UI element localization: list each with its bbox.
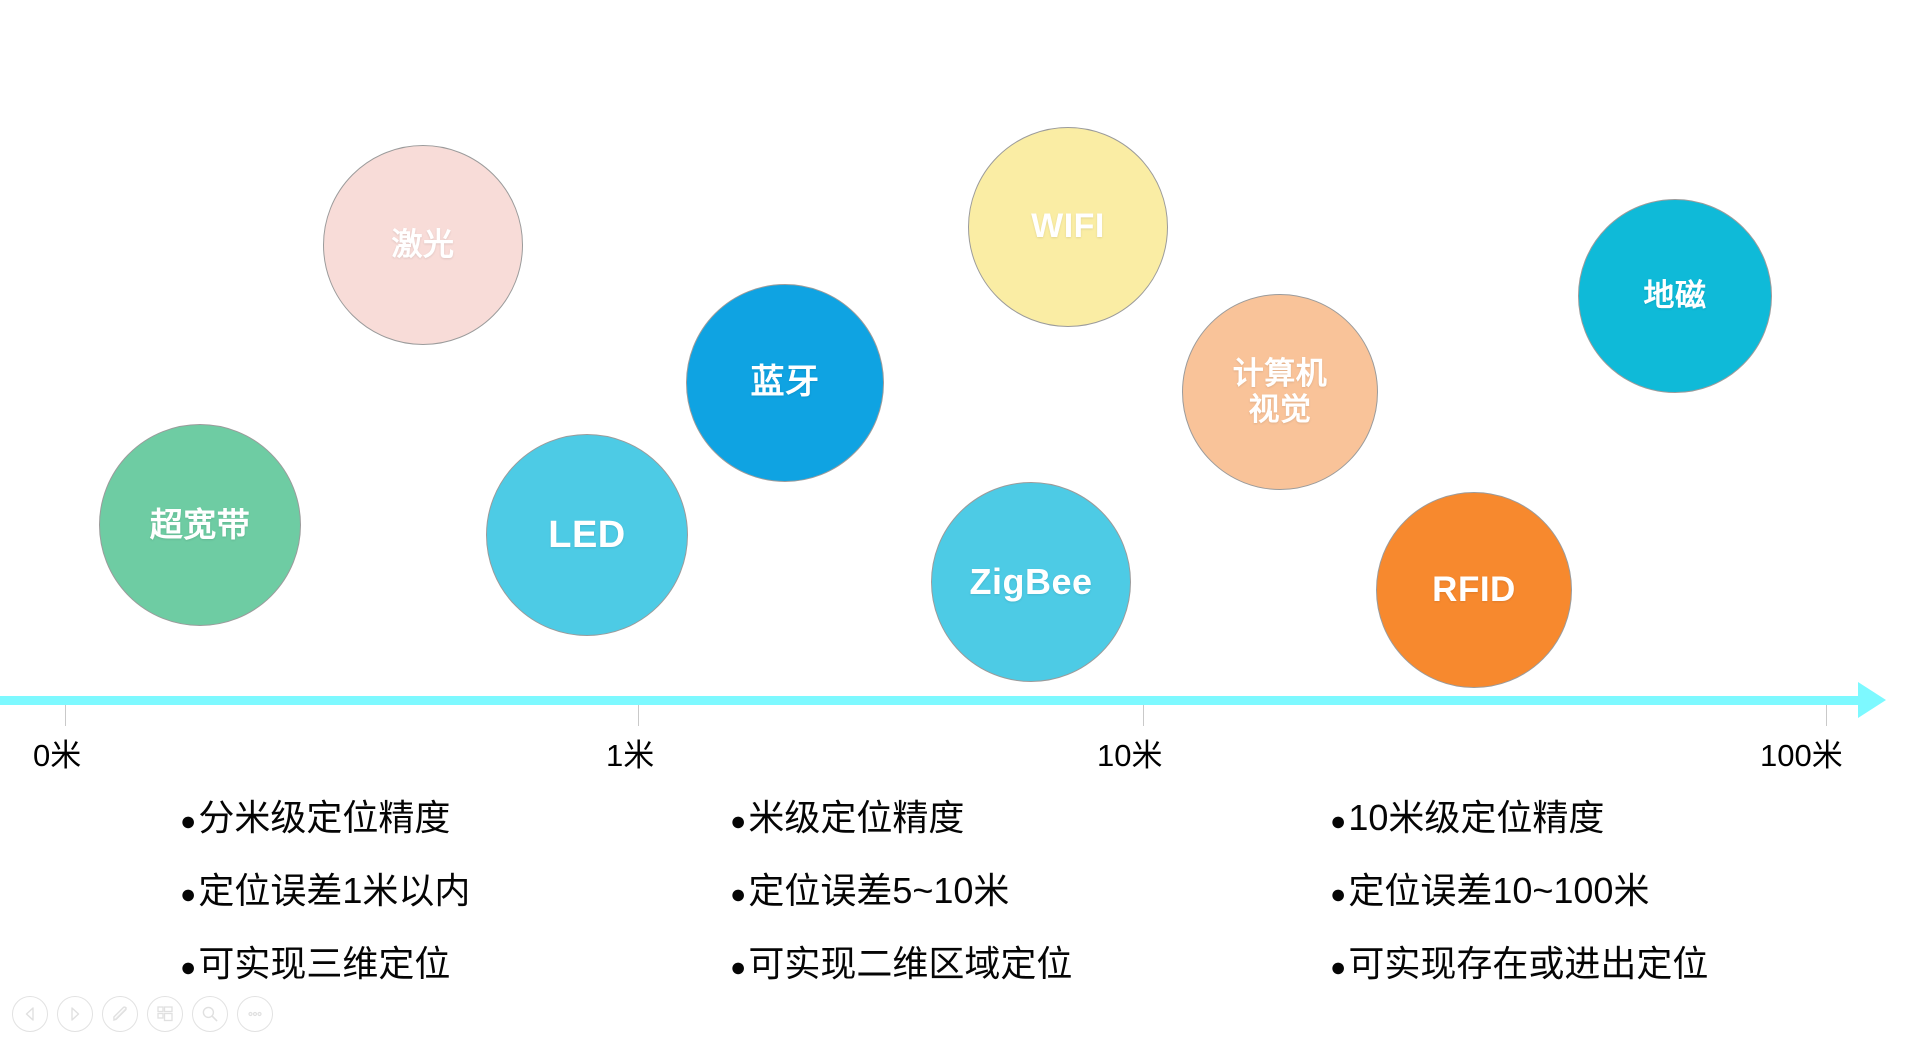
bullet-item: ●米级定位精度 xyxy=(730,800,1072,836)
bullet-dot-icon: ● xyxy=(730,879,747,909)
bullet-item: ●分米级定位精度 xyxy=(180,800,470,836)
bullet-item-text: 分米级定位精度 xyxy=(198,797,451,838)
bullet-item-text: 可实现三维定位 xyxy=(198,943,451,984)
bubble-label: RFID xyxy=(1432,569,1516,609)
bullet-dot-icon: ● xyxy=(1330,952,1347,982)
bubble-uwb: 超宽带 xyxy=(99,424,301,626)
bubble-label: LED xyxy=(548,513,626,556)
bullet-column-decimeter: ●分米级定位精度●定位误差1米以内●可实现三维定位 xyxy=(180,800,470,1019)
zoom-icon[interactable] xyxy=(192,996,228,1032)
bullet-dot-icon: ● xyxy=(730,806,747,836)
axis-tick-100m-label: 100米 xyxy=(1760,738,1843,773)
slide-grid-icon[interactable] xyxy=(147,996,183,1032)
bubble-label: ZigBee xyxy=(969,561,1093,603)
bullet-dot-icon: ● xyxy=(180,806,197,836)
axis-line xyxy=(0,696,1860,705)
axis-tick-10m-label: 10米 xyxy=(1097,738,1163,773)
bubble-label: 蓝牙 xyxy=(750,363,820,402)
bullet-dot-icon: ● xyxy=(180,879,197,909)
bullet-item: ●定位误差5~10米 xyxy=(730,873,1072,909)
bubble-label: 激光 xyxy=(391,227,455,263)
bullet-item: ●可实现三维定位 xyxy=(180,946,470,982)
bubble-label: 计算机 视觉 xyxy=(1232,356,1328,427)
bullet-item: ●10米级定位精度 xyxy=(1330,800,1708,836)
previous-slide-icon[interactable] xyxy=(12,996,48,1032)
axis-tick-10m xyxy=(1143,705,1144,726)
axis-arrowhead-icon xyxy=(1858,682,1886,718)
bubble-zigbee: ZigBee xyxy=(931,482,1131,682)
bullet-item: ●可实现二维区域定位 xyxy=(730,946,1072,982)
bullet-dot-icon: ● xyxy=(730,952,747,982)
bullet-item-text: 可实现存在或进出定位 xyxy=(1348,943,1709,984)
bubble-rfid: RFID xyxy=(1376,492,1572,688)
bullet-column-meter: ●米级定位精度●定位误差5~10米●可实现二维区域定位 xyxy=(730,800,1072,1019)
pen-icon[interactable] xyxy=(102,996,138,1032)
bubble-geomagnetic: 地磁 xyxy=(1578,199,1772,393)
bullet-item-text: 定位误差1米以内 xyxy=(198,870,471,911)
bubble-computer-vision: 计算机 视觉 xyxy=(1182,294,1378,490)
bullet-item-text: 定位误差10~100米 xyxy=(1348,870,1650,911)
axis-tick-1m xyxy=(638,705,639,726)
bullet-item-text: 10米级定位精度 xyxy=(1348,797,1605,838)
bubble-bluetooth: 蓝牙 xyxy=(686,284,884,482)
bullet-item: ●可实现存在或进出定位 xyxy=(1330,946,1708,982)
axis-tick-0m xyxy=(65,705,66,726)
next-slide-icon[interactable] xyxy=(57,996,93,1032)
bullet-column-ten-meter: ●10米级定位精度●定位误差10~100米●可实现存在或进出定位 xyxy=(1330,800,1708,1019)
axis-tick-100m xyxy=(1826,705,1827,726)
axis-tick-1m-label: 1米 xyxy=(606,738,655,773)
bubble-laser: 激光 xyxy=(323,145,523,345)
bullet-dot-icon: ● xyxy=(1330,879,1347,909)
bullet-item: ●定位误差10~100米 xyxy=(1330,873,1708,909)
bullet-dot-icon: ● xyxy=(180,952,197,982)
axis-tick-0m-label: 0米 xyxy=(33,738,82,773)
presentation-toolbar[interactable] xyxy=(12,996,273,1032)
bullet-item-text: 米级定位精度 xyxy=(748,797,965,838)
more-options-icon[interactable] xyxy=(237,996,273,1032)
bullet-item-text: 可实现二维区域定位 xyxy=(748,943,1073,984)
bullet-dot-icon: ● xyxy=(1330,806,1347,836)
bullet-item: ●定位误差1米以内 xyxy=(180,873,470,909)
bullet-item-text: 定位误差5~10米 xyxy=(748,870,1010,911)
bubble-label: 地磁 xyxy=(1643,278,1707,314)
bubble-label: 超宽带 xyxy=(149,505,251,543)
bubble-label: WIFI xyxy=(1031,207,1105,246)
bubble-wifi: WIFI xyxy=(968,127,1168,327)
bubble-led: LED xyxy=(486,434,688,636)
